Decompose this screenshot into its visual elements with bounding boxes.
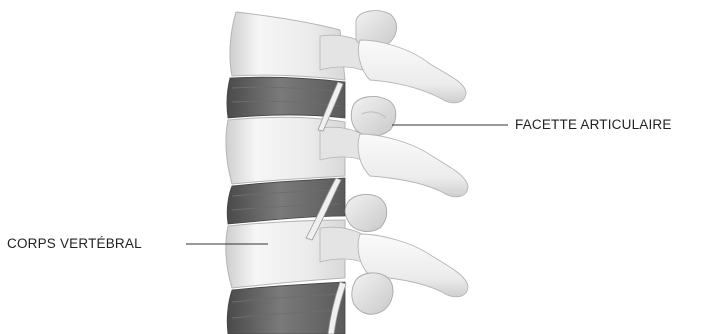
label-facette-articulaire: FACETTE ARTICULAIRE	[515, 118, 672, 132]
spinous-process-1	[358, 40, 466, 103]
spinous-process-2	[358, 134, 468, 197]
intervertebral-disc-3	[227, 282, 345, 334]
facet-joint-lower	[345, 195, 387, 232]
label-corps-vertebral: CORPS VERTÉBRAL	[7, 237, 142, 251]
facet-joint-middle	[351, 97, 396, 136]
articular-process-bottom	[352, 273, 393, 314]
